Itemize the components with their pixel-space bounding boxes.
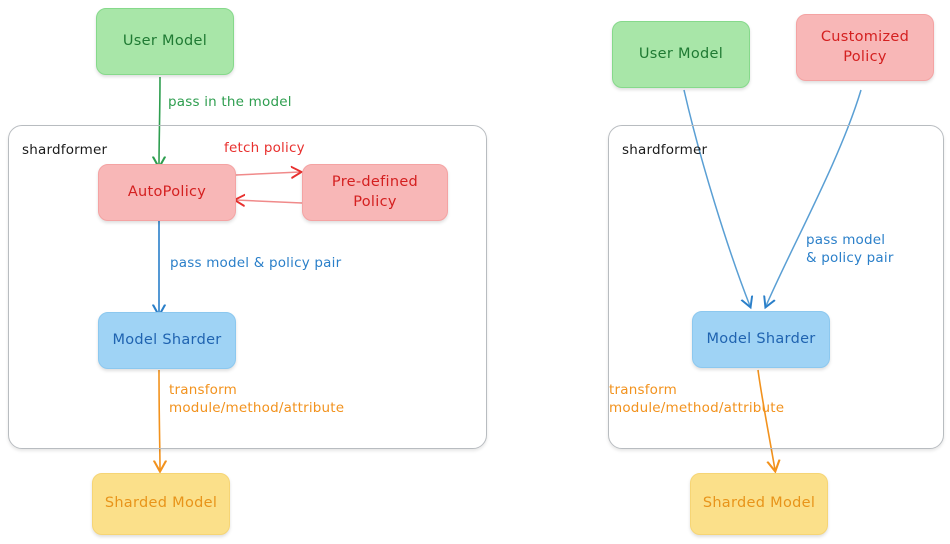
edge-label-pass-model-policy-pair-left: pass model & policy pair [170, 255, 342, 271]
node-model-sharder-left[interactable]: Model Sharder [98, 312, 236, 369]
edge-label-pass-model-policy-pair-right: pass model & policy pair [806, 232, 894, 267]
arrow-user-model-to-sharder-right [683, 89, 750, 306]
node-auto-policy[interactable]: AutoPolicy [98, 164, 236, 221]
node-pre-defined-policy[interactable]: Pre-defined Policy [302, 164, 448, 221]
node-model-sharder-right[interactable]: Model Sharder [692, 311, 830, 368]
arrow-customized-policy-to-sharder-right [766, 89, 862, 306]
node-customized-policy[interactable]: Customized Policy [796, 14, 934, 81]
shardformer-panel-label-left: shardformer [22, 142, 108, 158]
edge-label-transform-left: transform module/method/attribute [169, 382, 345, 417]
shardformer-panel-left [8, 125, 487, 449]
arrow-transform-right [757, 369, 775, 470]
arrow-fetch-policy-forward [235, 172, 300, 175]
node-user-model-right[interactable]: User Model [612, 21, 750, 88]
shardformer-panel-label-right: shardformer [622, 142, 708, 158]
shardformer-panel-right [608, 125, 944, 449]
arrow-transform-left [159, 369, 160, 470]
arrow-fetch-policy-return [236, 200, 303, 203]
arrow-pass-in-the-model [159, 76, 160, 166]
node-sharded-model-left[interactable]: Sharded Model [92, 473, 230, 535]
edge-label-pass-in-the-model: pass in the model [168, 94, 292, 110]
node-sharded-model-right[interactable]: Sharded Model [690, 473, 828, 535]
edge-label-transform-right: transform module/method/attribute [609, 382, 785, 417]
node-user-model-left[interactable]: User Model [96, 8, 234, 75]
edge-label-fetch-policy: fetch policy [224, 140, 305, 156]
